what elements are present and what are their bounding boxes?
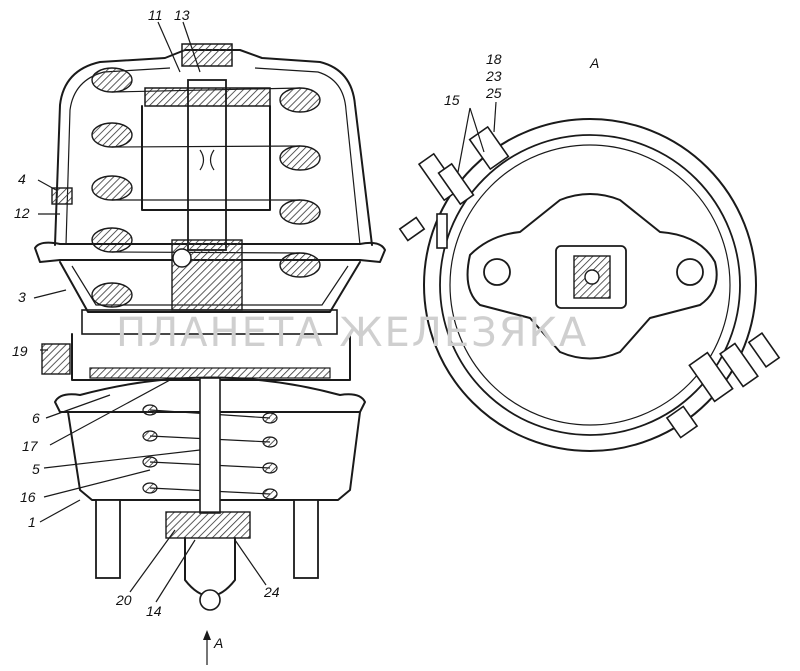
label-11: 11	[148, 7, 163, 23]
clamp-bolt-lower	[665, 332, 781, 439]
label-16: 16	[20, 489, 36, 505]
mount-hole-right	[676, 258, 704, 286]
stud-left	[95, 499, 121, 579]
label-5: 5	[32, 461, 40, 477]
boot	[165, 511, 251, 539]
label-view-a: A	[589, 55, 599, 71]
clamp-bolt-upper	[398, 125, 510, 249]
label-1: 1	[28, 514, 36, 530]
push-rod-lower	[199, 377, 221, 514]
label-19: 19	[12, 343, 28, 359]
label-6: 6	[32, 410, 40, 426]
center-boss	[555, 245, 627, 309]
piston-head	[144, 87, 271, 107]
leader-lines	[33, 21, 267, 603]
label-12: 12	[14, 205, 30, 221]
mount-hole-left	[483, 258, 511, 286]
label-4: 4	[18, 171, 26, 187]
section-view	[34, 43, 386, 665]
view-a	[398, 101, 781, 452]
label-20: 20	[115, 592, 132, 608]
outer-rim	[423, 118, 757, 452]
inner-rim	[439, 134, 741, 436]
stud-right	[293, 499, 319, 579]
port-19	[41, 343, 71, 375]
label-25: 25	[485, 85, 502, 101]
label-23: 23	[485, 68, 502, 84]
watermark: ПЛАНЕТА ЖЕЛЕЗЯКА	[116, 310, 588, 356]
label-17: 17	[22, 438, 39, 454]
label-arrow-a: A	[213, 635, 223, 651]
mounting-flange	[466, 193, 718, 360]
top-cap	[181, 43, 233, 67]
label-15: 15	[444, 92, 460, 108]
label-3: 3	[18, 289, 26, 305]
label-14: 14	[146, 603, 162, 619]
part-labels: 11 13 4 12 3 19 6 17 5 16 1 20 14 24 A A…	[12, 7, 599, 651]
label-24: 24	[263, 584, 280, 600]
clevis	[184, 537, 236, 597]
label-18: 18	[486, 51, 502, 67]
label-13: 13	[174, 7, 190, 23]
port-4	[51, 187, 73, 205]
